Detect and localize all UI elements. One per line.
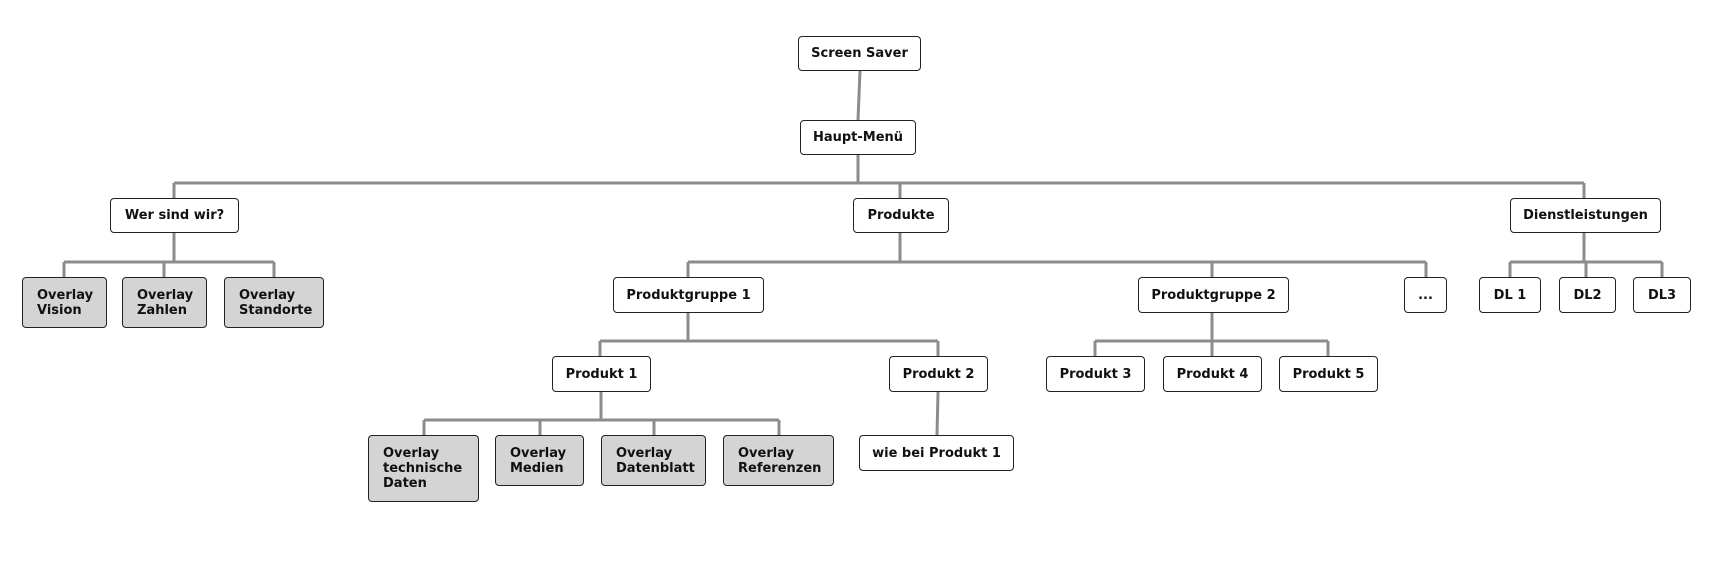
node-produkt-2: Produkt 2 [889,356,988,392]
node-dl1: DL 1 [1479,277,1541,313]
node-produktgruppe-1: Produktgruppe 1 [613,277,764,313]
node-produkt-1: Produkt 1 [552,356,651,392]
node-screen-saver: Screen Saver [798,36,921,71]
node-wie-bei-produkt-1: wie bei Produkt 1 [859,435,1014,471]
node-overlay-datenblatt: Overlay Datenblatt [601,435,706,486]
node-produkt-4: Produkt 4 [1163,356,1262,392]
node-produkt-3: Produkt 3 [1046,356,1145,392]
node-produkte: Produkte [853,198,949,233]
node-overlay-zahlen: Overlay Zahlen [122,277,207,328]
node-overlay-referenzen: Overlay Referenzen [723,435,834,486]
node-dienstleistungen: Dienstleistungen [1510,198,1661,233]
node-produktgruppe-2: Produktgruppe 2 [1138,277,1289,313]
node-wer-sind-wir: Wer sind wir? [110,198,239,233]
node-overlay-technische-daten: Overlay technische Daten [368,435,479,502]
connector-line [856,70,862,121]
node-overlay-medien: Overlay Medien [495,435,584,486]
node-dl3: DL3 [1633,277,1691,313]
node-haupt-menu: Haupt-Menü [800,120,916,155]
node-more: ... [1404,277,1447,313]
node-overlay-vision: Overlay Vision [22,277,107,328]
node-produkt-5: Produkt 5 [1279,356,1378,392]
node-dl2: DL2 [1559,277,1616,313]
node-overlay-standorte: Overlay Standorte [224,277,324,328]
connector-line [935,391,940,436]
